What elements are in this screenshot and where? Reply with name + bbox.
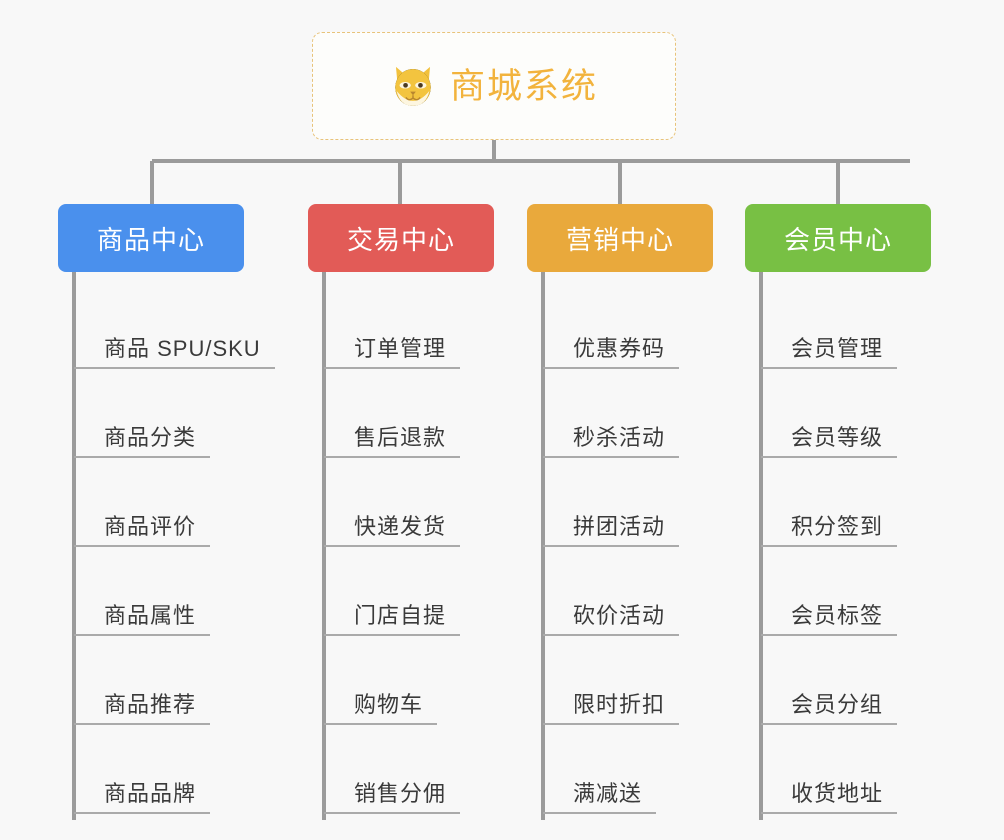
leaf-item[interactable]: 购物车: [324, 636, 538, 725]
leaf-label: 满减送: [543, 781, 657, 814]
category-box-huiyuan-zhongxin[interactable]: 会员中心: [745, 204, 931, 272]
leaf-item[interactable]: 砍价活动: [543, 547, 757, 636]
leaf-item[interactable]: 商品属性: [74, 547, 288, 636]
leaf-item[interactable]: 商品分类: [74, 369, 288, 458]
leaf-item[interactable]: 收货地址: [761, 725, 975, 814]
leaf-label: 商品 SPU/SKU: [74, 336, 275, 369]
branch-column-yingxiao: 营销中心 优惠券码 秒杀活动 拼团活动 砍价活动 限时折扣 满减送: [527, 204, 757, 814]
leaf-item[interactable]: 拼团活动: [543, 458, 757, 547]
leaf-label: 快递发货: [324, 514, 461, 547]
leaf-item[interactable]: 售后退款: [324, 369, 538, 458]
leaf-item[interactable]: 会员管理: [761, 280, 975, 369]
leaf-label: 砍价活动: [543, 603, 680, 636]
category-box-yingxiao-zhongxin[interactable]: 营销中心: [527, 204, 713, 272]
category-label: 交易中心: [346, 224, 455, 255]
root-title: 商城系统: [449, 66, 598, 106]
leaf-item[interactable]: 秒杀活动: [543, 369, 757, 458]
leaf-item[interactable]: 销售分佣: [324, 725, 538, 814]
leaf-item[interactable]: 商品品牌: [74, 725, 288, 814]
leaf-label: 优惠券码: [543, 336, 680, 369]
leaf-item[interactable]: 会员标签: [761, 547, 975, 636]
leaf-label: 购物车: [324, 692, 438, 725]
branch-column-shangpin: 商品中心 商品 SPU/SKU 商品分类 商品评价 商品属性 商品推荐 商品品牌: [58, 204, 288, 814]
branch-column-huiyuan: 会员中心 会员管理 会员等级 积分签到 会员标签 会员分组 收货地址: [745, 204, 975, 814]
leaf-label: 商品推荐: [74, 692, 211, 725]
leaf-label: 限时折扣: [543, 692, 680, 725]
leaf-item[interactable]: 会员等级: [761, 369, 975, 458]
leaf-item[interactable]: 会员分组: [761, 636, 975, 725]
leaf-item[interactable]: 优惠券码: [543, 280, 757, 369]
leaf-label: 商品评价: [74, 514, 211, 547]
leaf-label: 会员管理: [761, 336, 898, 369]
category-label: 会员中心: [783, 224, 892, 255]
leaf-label: 会员等级: [761, 425, 898, 458]
category-box-shangpin-zhongxin[interactable]: 商品中心: [58, 204, 244, 272]
leaf-item[interactable]: 商品评价: [74, 458, 288, 547]
leaf-label: 秒杀活动: [543, 425, 680, 458]
root-node[interactable]: 商城系统: [312, 32, 676, 140]
leaf-list: 商品 SPU/SKU 商品分类 商品评价 商品属性 商品推荐 商品品牌: [58, 280, 288, 814]
category-label: 营销中心: [565, 224, 674, 255]
leaf-label: 商品分类: [74, 425, 211, 458]
leaf-label: 商品品牌: [74, 781, 211, 814]
leaf-label: 会员标签: [761, 603, 898, 636]
leaf-item[interactable]: 商品推荐: [74, 636, 288, 725]
leaf-label: 订单管理: [324, 336, 461, 369]
leaf-label: 会员分组: [761, 692, 898, 725]
branch-column-jiaoyi: 交易中心 订单管理 售后退款 快递发货 门店自提 购物车 销售分佣: [308, 204, 538, 814]
leaf-item[interactable]: 积分签到: [761, 458, 975, 547]
leaf-list: 订单管理 售后退款 快递发货 门店自提 购物车 销售分佣: [308, 280, 538, 814]
leaf-list: 优惠券码 秒杀活动 拼团活动 砍价活动 限时折扣 满减送: [527, 280, 757, 814]
leaf-label: 门店自提: [324, 603, 461, 636]
leaf-label: 商品属性: [74, 603, 211, 636]
leaf-label: 积分签到: [761, 514, 898, 547]
leaf-item[interactable]: 订单管理: [324, 280, 538, 369]
leaf-item[interactable]: 限时折扣: [543, 636, 757, 725]
leaf-label: 收货地址: [761, 781, 898, 814]
category-box-jiaoyi-zhongxin[interactable]: 交易中心: [308, 204, 494, 272]
category-label: 商品中心: [96, 224, 205, 255]
leaf-list: 会员管理 会员等级 积分签到 会员标签 会员分组 收货地址: [745, 280, 975, 814]
leaf-label: 销售分佣: [324, 781, 461, 814]
leaf-label: 售后退款: [324, 425, 461, 458]
leaf-item[interactable]: 商品 SPU/SKU: [74, 280, 288, 369]
leaf-label: 拼团活动: [543, 514, 680, 547]
leaf-item[interactable]: 快递发货: [324, 458, 538, 547]
leaf-item[interactable]: 门店自提: [324, 547, 538, 636]
leaf-item[interactable]: 满减送: [543, 725, 757, 814]
dog-face-icon: [395, 66, 431, 108]
